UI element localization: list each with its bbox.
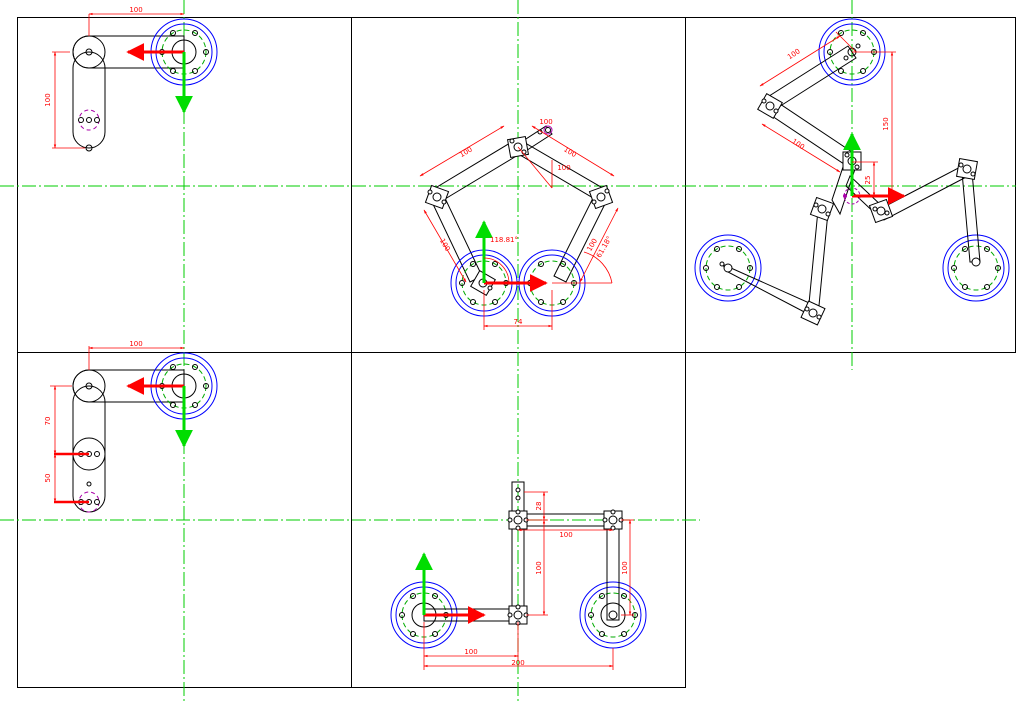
v3-flange-right	[942, 234, 1010, 302]
v2-dim-7: 74	[514, 318, 523, 326]
v4-joint-hole	[85, 382, 93, 390]
v2-dim-6: 100	[557, 164, 570, 172]
view-3-drawing: 100 100 150 25	[694, 18, 1010, 326]
v2-link-right-lower	[553, 195, 607, 283]
v5-dim-4: 100	[621, 561, 629, 574]
v3-link-8	[720, 262, 817, 317]
v4-dim-2: 70	[44, 417, 52, 426]
v4-link-vertical	[72, 385, 106, 513]
v3-flange-left	[694, 234, 762, 302]
v5-dim-3: 100	[535, 561, 543, 574]
view-5-drawing: 28 100 100 100 100 200	[390, 481, 647, 670]
v5-dim-6: 200	[511, 659, 524, 667]
v5-dim-1: 28	[535, 502, 543, 511]
v2-dim-1: 100	[458, 145, 474, 159]
v5-link-vertical-right	[606, 519, 620, 621]
v3-dim-3: 150	[882, 117, 890, 130]
view-frames	[17, 17, 1016, 688]
v3-dim-1: 100	[786, 47, 802, 61]
v2-dim-8: 118.81°	[490, 236, 518, 244]
v1-dim-2: 100	[44, 93, 52, 106]
v4-dim-3: 50	[44, 474, 52, 483]
view-2-drawing: 100 100 100 100 100 100 74 118.81° 61.18…	[419, 118, 619, 330]
view-1-drawing: 100 100	[44, 6, 218, 152]
view-4-drawing: 100 70 50	[44, 340, 218, 513]
v1-dim-1: 100	[129, 6, 142, 14]
v2-dim-5: 100	[539, 118, 552, 126]
v1-end-hole	[85, 144, 93, 152]
v3-dim-4: 25	[864, 176, 872, 185]
v2-link-left-lower	[431, 195, 483, 283]
v3-link-7	[807, 209, 829, 317]
v1-joint-hole	[85, 48, 93, 56]
v5-joints	[507, 487, 624, 626]
v4-small-hole	[86, 481, 92, 487]
v3-joints	[719, 93, 981, 326]
v1-link-vertical	[72, 51, 106, 149]
v2-dim-2: 100	[562, 145, 578, 159]
v5-dim-2: 100	[559, 531, 572, 539]
v5-dim-5: 100	[464, 648, 477, 656]
v4-dim-1: 100	[129, 340, 142, 348]
